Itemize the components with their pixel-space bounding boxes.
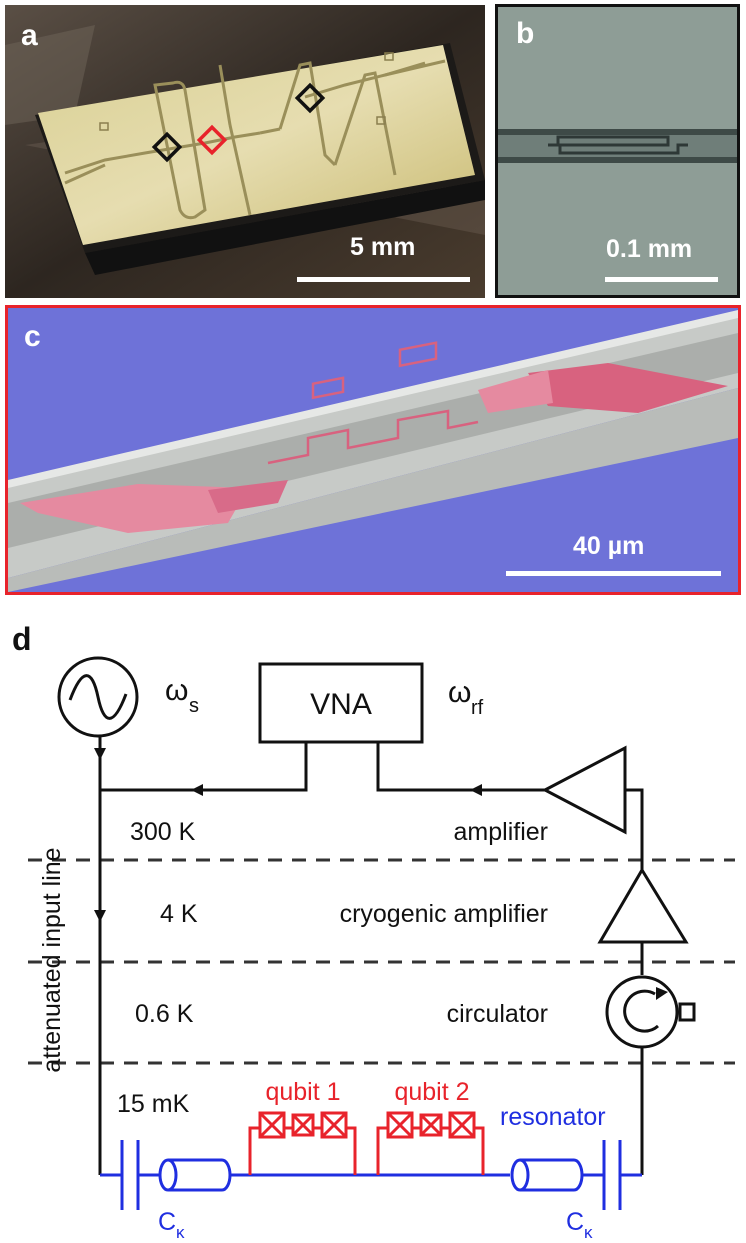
source-omega: ω (165, 674, 188, 707)
panel-d-circuit: d ω s VNA ω rf 300 (12, 621, 735, 1240)
panel-c-colored-sem: c 40 µm (5, 305, 741, 595)
label-cryo-amplifier: cryogenic amplifier (340, 900, 548, 928)
cap-left-sub: κ (176, 1223, 185, 1240)
coax-right-icon (510, 1158, 584, 1192)
panel-c-scale-text: 40 µm (573, 532, 645, 560)
stage-dividers (28, 858, 735, 1065)
input-line-label: attenuated input line (38, 847, 66, 1072)
cap-right-sub: κ (584, 1223, 593, 1240)
circulator-icon (605, 975, 696, 1049)
label-amplifier: amplifier (454, 818, 548, 846)
cap-right-label: C (566, 1208, 584, 1236)
qubit-2 (376, 1111, 485, 1175)
coax-left-icon (158, 1158, 232, 1192)
temp-0-6k: 0.6 K (135, 1000, 194, 1028)
cap-left-label: C (158, 1208, 176, 1236)
temp-15mk: 15 mK (117, 1090, 190, 1118)
panel-d-label: d (12, 621, 32, 657)
amplifier-icon (541, 745, 627, 835)
flow-arrows (94, 748, 482, 922)
qubit-1-label: qubit 1 (265, 1078, 340, 1106)
label-circulator: circulator (447, 1000, 548, 1028)
panel-b-label: b (516, 17, 535, 50)
qubit-2-label: qubit 2 (394, 1078, 469, 1106)
panel-c-scale-bar (506, 571, 721, 576)
panel-b-scale-bar (605, 277, 718, 282)
panel-b-scale-text: 0.1 mm (606, 235, 693, 263)
temp-4k: 4 K (160, 900, 198, 928)
vna-box (258, 662, 424, 744)
rf-omega-sub: rf (471, 697, 484, 719)
qubit-1 (248, 1111, 357, 1175)
temp-300k: 300 K (130, 818, 196, 846)
cryo-amplifier-icon (597, 867, 689, 944)
input-wires (98, 737, 644, 1175)
source-omega-sub: s (189, 695, 199, 717)
sem-image-c (8, 308, 738, 592)
panel-a-label: a (21, 19, 38, 52)
resonator-line (100, 1140, 642, 1210)
panel-c-label: c (24, 320, 41, 353)
panel-b-sem-image: b 0.1 mm (495, 4, 740, 298)
rf-omega: ω (448, 676, 471, 709)
panel-a-chip-photo: a 5 mm (5, 5, 485, 298)
vna-label: VNA (310, 688, 372, 721)
panel-a-scale-bar (297, 277, 470, 282)
microwave-source-icon (57, 656, 139, 738)
resonator-label: resonator (500, 1103, 606, 1131)
chip-photo (5, 5, 485, 298)
panel-a-scale-text: 5 mm (350, 233, 416, 261)
sem-image-b (498, 7, 737, 295)
